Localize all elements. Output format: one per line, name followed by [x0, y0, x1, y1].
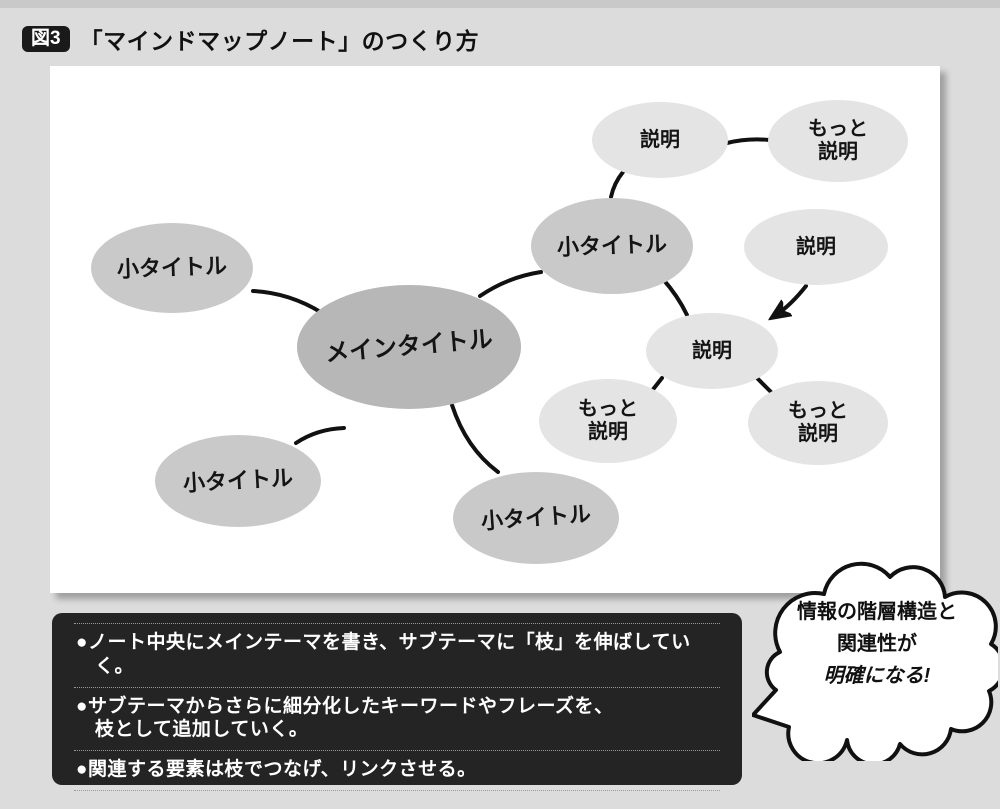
instruction-item: ●ノート中央にメインテーマを書き、サブテーマに「枝」を伸ばしていく。	[74, 623, 720, 687]
node-label: もっと 説明	[788, 400, 848, 445]
edge-main-to-sub-top	[478, 270, 543, 298]
edge-arrow-leaf-right-to-leaf-mid-right	[776, 284, 808, 315]
edge-leaf-top-to-leaf-top-right	[725, 137, 771, 145]
node-sub-top: 小タイトル	[531, 198, 693, 294]
figure-number-badge: 図3	[22, 26, 70, 52]
bubble-line: 情報の階層構造と	[797, 601, 957, 623]
speech-bubble-cloud	[752, 561, 998, 761]
node-label: もっと 説明	[578, 398, 638, 443]
speech-bubble-text: 情報の階層構造と 関連性が 明確になる!	[772, 596, 982, 692]
node-leaf-top: 説明	[592, 102, 728, 178]
mindmap-canvas: メインタイトル 小タイトル 小タイトル 小タイトル 小タイトル 説明 もっと 説…	[50, 66, 940, 593]
node-label: 説明	[640, 128, 680, 151]
edge-main-to-sub-left	[251, 289, 324, 315]
node-label: 小タイトル	[556, 231, 668, 261]
node-main-title: メインタイトル	[297, 285, 521, 409]
node-leaf-bottom-mid: もっと 説明	[539, 379, 677, 463]
bubble-line: 明確になる!	[823, 665, 931, 687]
node-leaf-bottom-right: もっと 説明	[748, 381, 888, 465]
node-leaf-top-right: もっと 説明	[768, 100, 908, 182]
instruction-item: ●関連する要素は枝でつなげ、リンクさせる。	[74, 750, 720, 791]
figure-header: 図3 「マインドマップノート」のつくり方	[22, 22, 479, 56]
instructions-panel: ●ノート中央にメインテーマを書き、サブテーマに「枝」を伸ばしていく。 ●サブテー…	[52, 613, 742, 791]
edge-main-to-sub-bottom-left	[294, 426, 346, 445]
figure-title: 「マインドマップノート」のつくり方	[79, 28, 480, 54]
node-label: 小タイトル	[116, 253, 228, 283]
edge-main-to-sub-bottom-center	[450, 403, 500, 474]
node-label: 説明	[692, 339, 732, 362]
node-label: もっと 説明	[808, 118, 868, 163]
node-sub-bottom-center: 小タイトル	[453, 472, 619, 564]
node-sub-bottom-left: 小タイトル	[155, 435, 321, 527]
instruction-item: ●サブテーマからさらに細分化したキーワードやフレーズを、 枝として追加していく。	[74, 686, 720, 751]
edge-leaf-mid-right-to-leaf-bottom-right	[755, 376, 774, 395]
node-label: 小タイトル	[480, 501, 592, 535]
speech-bubble: 情報の階層構造と 関連性が 明確になる!	[752, 556, 998, 761]
node-label: メインタイトル	[324, 325, 494, 368]
bubble-line: 関連性が	[837, 633, 917, 655]
node-label: 説明	[796, 235, 836, 258]
node-leaf-right: 説明	[744, 209, 888, 285]
node-label: 小タイトル	[182, 465, 294, 497]
page-top-edge	[0, 0, 1000, 8]
node-leaf-mid-right: 説明	[646, 313, 778, 389]
node-sub-left: 小タイトル	[91, 223, 253, 313]
edge-sub-top-to-leaf-mid-right	[660, 276, 689, 317]
edge-sub-top-to-leaf-top	[609, 170, 625, 199]
